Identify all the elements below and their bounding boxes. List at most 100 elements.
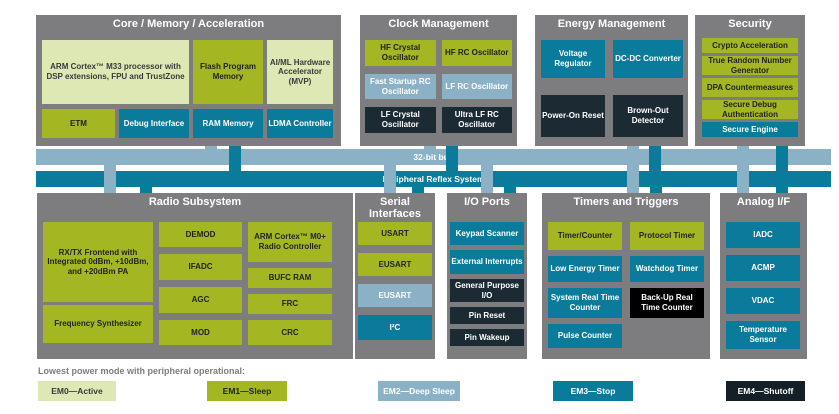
section-title: Security <box>728 18 772 30</box>
section-radio-subsystem: Radio Subsystem RX/TX Frontend with Inte… <box>37 193 353 359</box>
section-body: Voltage Regulator DC-DC Converter Power-… <box>541 40 683 137</box>
section-core-memory-acceleration: Core / Memory / Acceleration ARM Cortex™… <box>36 15 341 146</box>
block-arm-cortex-m0-radio-controller: ARM Cortex™ M0+ Radio Controller <box>248 222 332 262</box>
block-timer-counter: Timer/Counter <box>548 222 622 250</box>
block-temperature-sensor: Temperature Sensor <box>726 321 800 349</box>
radio-column-2: DEMOD IFADC AGC MOD <box>159 222 242 345</box>
section-clock-management: Clock Management HF Crystal Oscillator H… <box>360 15 517 146</box>
block-flash-program-memory: Flash Program Memory <box>193 40 263 104</box>
block-true-random-number-generator: True Random Number Generator <box>702 56 798 75</box>
bus-connector <box>627 146 639 152</box>
section-title: Serial Interfaces <box>369 196 421 220</box>
section-energy-management: Energy Management Voltage Regulator DC-D… <box>535 15 688 146</box>
block-ram-memory: RAM Memory <box>193 109 263 138</box>
section-security: Security Crypto Acceleration True Random… <box>695 15 805 146</box>
block-rxtx-frontend: RX/TX Frontend with Integrated 0dBm, +10… <box>43 222 153 302</box>
legend-em1-sleep: EM1—Sleep <box>207 381 287 401</box>
bus-connector <box>481 165 493 193</box>
block-low-energy-timer: Low Energy Timer <box>548 256 622 282</box>
block-dcdc-converter: DC-DC Converter <box>613 40 683 78</box>
block-ldma-controller: LDMA Controller <box>267 109 333 138</box>
block-eusart: EUSART <box>358 253 432 276</box>
block-etm: ETM <box>42 109 115 138</box>
block-debug-interface: Debug Interface <box>119 109 189 138</box>
section-body: Keypad Scanner External Interrupts Gener… <box>450 222 524 346</box>
block-aiml-accelerator: AI/ML Hardware Accelerator (MVP) <box>267 40 333 104</box>
block-brown-out-detector: Brown-Out Detector <box>613 95 683 137</box>
bus-connector <box>737 146 749 152</box>
section-title: Analog I/F <box>736 196 791 208</box>
block-bufc-ram: BUFC RAM <box>248 268 332 288</box>
bus-connector <box>776 185 788 193</box>
legend-em2-deep-sleep: EM2—Deep Sleep <box>378 381 460 401</box>
section-body: USART EUSART EUSART I²C <box>358 222 432 340</box>
block-crc: CRC <box>248 320 332 345</box>
bus-connector <box>412 185 424 193</box>
radio-column-3: ARM Cortex™ M0+ Radio Controller BUFC RA… <box>248 222 332 345</box>
bus-prs-label: Peripheral Reflex System <box>382 174 485 184</box>
bus-connector <box>205 146 217 152</box>
block-external-interrupts: External Interrupts <box>450 250 524 274</box>
section-timers-and-triggers: Timers and Triggers Timer/Counter Low En… <box>542 193 710 359</box>
block-vdac: VDAC <box>726 288 800 314</box>
section-body: IADC ACMP VDAC Temperature Sensor <box>726 222 800 349</box>
block-pulse-counter: Pulse Counter <box>548 324 622 348</box>
section-io-ports: I/O Ports Keypad Scanner External Interr… <box>447 193 527 359</box>
block-protocol-timer: Protocol Timer <box>630 222 704 250</box>
legend-caption: Lowest power mode with peripheral operat… <box>38 366 246 376</box>
bus-connector <box>140 185 152 193</box>
block-system-real-time-counter: System Real Time Counter <box>548 288 622 318</box>
section-title: Clock Management <box>388 18 489 30</box>
bus-connector <box>104 165 116 193</box>
block-pin-reset: Pin Reset <box>450 307 524 324</box>
block-i2c: I²C <box>358 315 432 340</box>
block-eusart-low-energy: EUSART <box>358 284 432 307</box>
section-title: Energy Management <box>557 18 666 30</box>
timers-column-2: Protocol Timer Watchdog Timer Back-Up Re… <box>630 222 704 348</box>
section-title: I/O Ports <box>464 196 510 208</box>
block-pin-wakeup: Pin Wakeup <box>450 329 524 346</box>
block-secure-engine: Secure Engine <box>702 122 798 137</box>
block-hf-rc-oscillator: HF RC Oscillator <box>441 40 512 66</box>
bus-32bit-label: 32-bit bus <box>413 152 454 162</box>
block-keypad-scanner: Keypad Scanner <box>450 222 524 245</box>
bus-connector <box>504 185 516 193</box>
block-crypto-acceleration: Crypto Acceleration <box>702 38 798 53</box>
block-fast-startup-rc-oscillator: Fast Startup RC Oscillator <box>365 74 436 99</box>
section-serial-interfaces: Serial Interfaces USART EUSART EUSART I²… <box>355 193 435 359</box>
section-title: Core / Memory / Acceleration <box>112 18 265 30</box>
block-power-on-reset: Power-On Reset <box>541 95 605 137</box>
block-hf-crystal-oscillator: HF Crystal Oscillator <box>365 40 436 66</box>
block-lf-rc-oscillator: LF RC Oscillator <box>441 74 512 99</box>
section-title: Timers and Triggers <box>573 196 679 208</box>
block-watchdog-timer: Watchdog Timer <box>630 256 704 282</box>
block-frequency-synthesizer: Frequency Synthesizer <box>43 305 153 343</box>
bus-connector <box>229 146 241 173</box>
block-ultra-lf-rc-oscillator: Ultra LF RC Oscillator <box>441 107 512 133</box>
bus-connector <box>424 146 436 152</box>
timers-column-1: Timer/Counter Low Energy Timer System Re… <box>548 222 622 348</box>
block-demod: DEMOD <box>159 222 242 247</box>
section-body: Crypto Acceleration True Random Number G… <box>702 38 798 137</box>
section-body: Timer/Counter Low Energy Timer System Re… <box>548 222 704 348</box>
bus-connector <box>446 146 458 173</box>
bus-connector <box>650 185 662 193</box>
block-voltage-regulator: Voltage Regulator <box>541 40 605 78</box>
block-frc: FRC <box>248 294 332 314</box>
block-usart: USART <box>358 222 432 245</box>
block-arm-cortex-m33: ARM Cortex™ M33 processor with DSP exten… <box>42 40 189 104</box>
bus-connector <box>776 146 788 173</box>
block-lf-crystal-oscillator: LF Crystal Oscillator <box>365 107 436 133</box>
block-iadc: IADC <box>726 222 800 248</box>
legend-em4-shutoff: EM4—Shutoff <box>726 381 805 401</box>
bus-connector <box>649 146 661 173</box>
section-body: RX/TX Frontend with Integrated 0dBm, +10… <box>43 222 332 345</box>
block-dpa-countermeasures: DPA Countermeasures <box>702 78 798 97</box>
block-secure-debug-authentication: Secure Debug Authentication <box>702 100 798 119</box>
section-title: Radio Subsystem <box>148 196 242 208</box>
block-ifadc: IFADC <box>159 254 242 280</box>
legend-em3-stop: EM3—Stop <box>553 381 633 401</box>
section-body: HF Crystal Oscillator HF RC Oscillator F… <box>365 40 512 133</box>
legend-em0-active: EM0—Active <box>38 381 116 401</box>
